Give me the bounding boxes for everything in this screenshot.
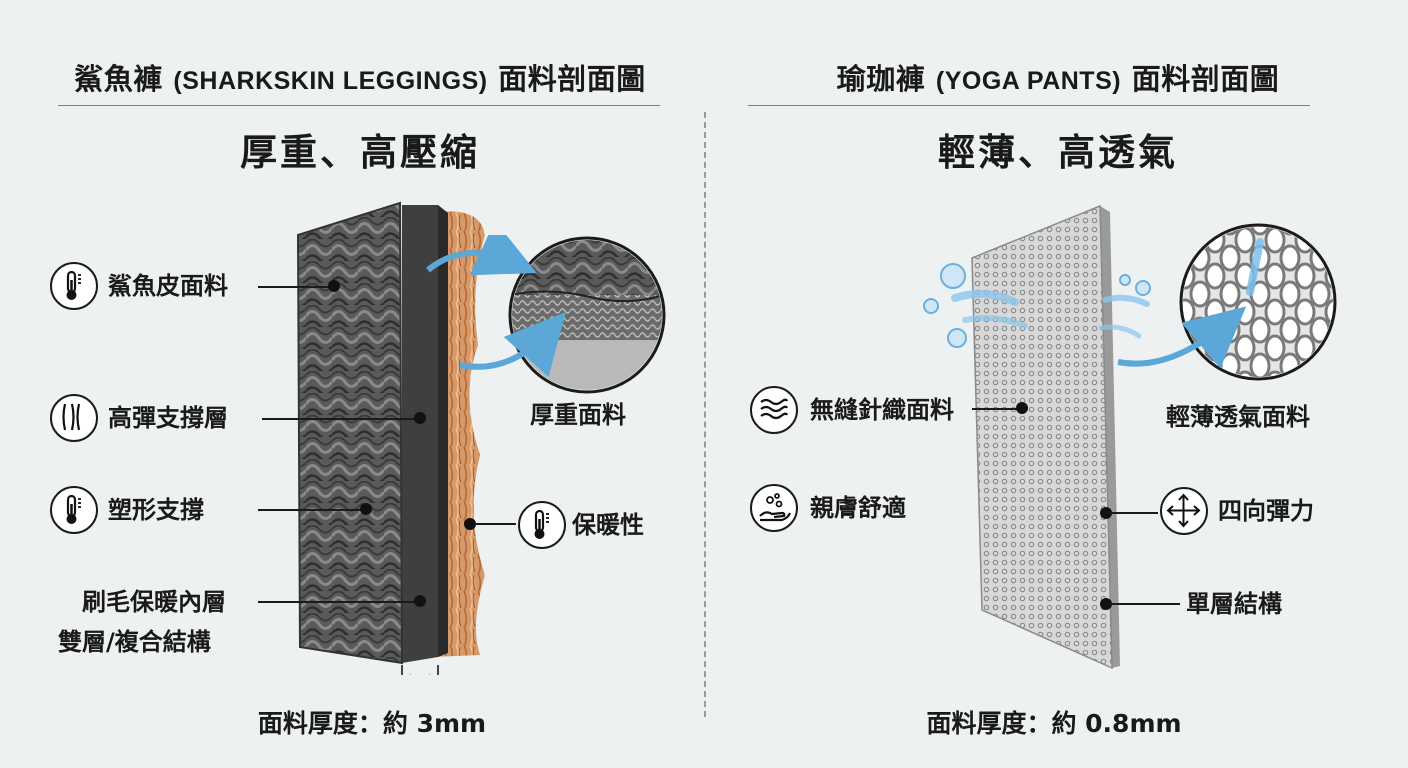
leader-brushed [258, 601, 418, 603]
mesh-zoom-circle [1117, 223, 1337, 381]
right-title: 瑜珈褲 (YOGA PANTS) 面料剖面圖 [748, 56, 1368, 98]
right-title-zh-prefix: 瑜珈褲 [836, 62, 926, 96]
dot-sharkskin [328, 280, 340, 292]
label-comfort: 親膚舒適 [810, 494, 906, 522]
right-thickness: 面料厚度：約 0.8mm [926, 709, 1182, 738]
thermometer-icon [50, 262, 98, 310]
four-way-arrows-icon [1160, 487, 1208, 535]
label-stretch: 四向彈力 [1218, 497, 1314, 525]
label-seamless: 無縫針織面料 [810, 396, 954, 424]
support-lines-icon [50, 394, 98, 442]
sharkskin-zoom-circle [426, 235, 666, 394]
leader-shaping [258, 509, 364, 511]
sharkskin-fabric-illustration [296, 201, 485, 675]
left-title-zh-suffix: 面料剖面圖 [498, 62, 646, 96]
support-layer [402, 205, 438, 663]
label-brushed-line1: 刷毛保暖內層 [82, 588, 226, 616]
sharkskin-layer [298, 203, 402, 663]
label-warmth: 保暖性 [572, 511, 644, 539]
right-title-zh-suffix: 面料剖面圖 [1131, 62, 1280, 96]
right-title-en: (YOGA PANTS) [935, 67, 1122, 95]
label-single: 單層結構 [1186, 590, 1282, 618]
leader-seamless [972, 408, 1020, 410]
label-shaping: 塑形支撐 [108, 496, 204, 524]
dot-seamless [1016, 402, 1028, 414]
left-title-rule [58, 105, 660, 106]
dot-brushed [414, 595, 426, 607]
left-title: 鯊魚褲 (SHARKSKIN LEGGINGS) 面料剖面圖 [58, 56, 662, 98]
right-subtitle: 輕薄、高透氣 [938, 131, 1178, 174]
thermometer-icon [50, 486, 98, 534]
leader-warmth [474, 523, 516, 525]
waves-icon [750, 386, 798, 434]
leader-stretch [1110, 512, 1158, 514]
left-title-zh-prefix: 鯊魚褲 [74, 62, 163, 96]
label-breathable: 輕薄透氣面料 [1166, 403, 1310, 431]
label-brushed-line2: 雙層/複合結構 [58, 628, 211, 656]
airflow-illustration [923, 263, 1151, 348]
dot-single [1100, 598, 1112, 610]
left-thickness: 面料厚度：約 3mm [257, 709, 487, 738]
hand-bubbles-icon [750, 484, 798, 532]
dot-warmth [464, 518, 476, 530]
dot-stretch [1100, 507, 1112, 519]
right-title-rule [748, 105, 1310, 106]
leader-sharkskin [258, 286, 334, 288]
label-heavy: 厚重面料 [530, 401, 626, 429]
dot-support [414, 412, 426, 424]
left-subtitle: 厚重、高壓縮 [240, 131, 480, 174]
panel-divider [704, 112, 706, 717]
left-title-en: (SHARKSKIN LEGGINGS) [173, 67, 488, 95]
label-sharkskin: 鯊魚皮面料 [108, 272, 228, 300]
label-support: 高彈支撐層 [108, 404, 228, 432]
leader-support [262, 418, 418, 420]
thermometer-icon [518, 501, 566, 549]
dot-shaping [360, 503, 372, 515]
leader-single [1110, 603, 1180, 605]
